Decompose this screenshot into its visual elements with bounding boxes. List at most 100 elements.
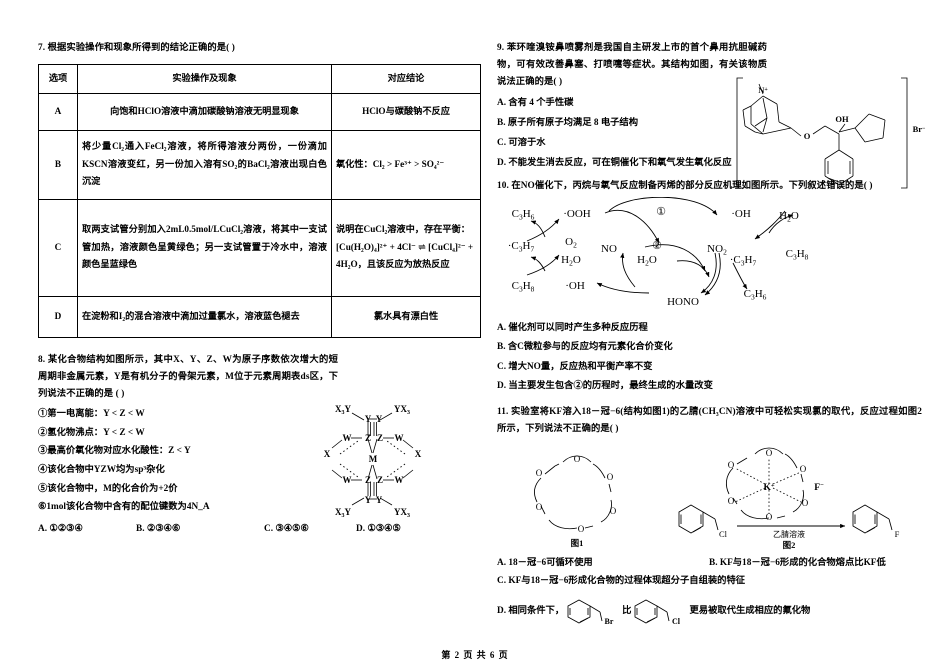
answer-b[interactable]: B. ②③④⑥	[136, 523, 264, 534]
q9-option-c[interactable]: C. 可溶于水	[497, 137, 546, 148]
chlorine-label-inline: Cl	[672, 617, 681, 626]
potassium-ion: K+	[763, 482, 774, 493]
species-h2o-right: H2O	[779, 210, 799, 224]
question-10-options: A. 催化剂可以同时产生多种反应历程 B. 含C微粒参与的反应均有元素化合价变化…	[497, 319, 922, 397]
label-m-center: M	[369, 454, 378, 464]
bracket-right	[901, 77, 908, 189]
answer-a-label: A.	[38, 523, 48, 534]
label-bromide-counterion: Br−	[913, 124, 926, 134]
q9-option-d[interactable]: D. 不能发生消去反应，可在铜催化下和氧气发生氧化反应	[497, 157, 732, 168]
coordination-bonds	[734, 458, 802, 515]
crown-ether-1-oxygens: O O O O O O	[536, 454, 617, 534]
question-8-answers: A. ①②③④ B. ②③④⑥ C. ③④⑤⑥ D. ①③④⑤	[38, 523, 463, 534]
row-c-conclusion: 说明在CuCl₂溶液中，存在平衡：[Cu(H₂O)₄]²⁺ + 4Cl⁻ ⇌ […	[331, 198, 481, 297]
answer-b-value: ②③④⑥	[146, 523, 181, 534]
q11-option-d-prefix: D. 相同条件下，	[497, 606, 565, 617]
benzyl-fluoride-structure	[852, 504, 893, 534]
q9-option-a[interactable]: A. 含有 4 个手性碳	[497, 97, 574, 108]
o-atom-4: O	[578, 524, 585, 534]
o-atom-7: O	[766, 448, 773, 458]
q9-option-b[interactable]: B. 原子所有原子均满足 8 电子结构	[497, 117, 639, 128]
row-option-c: C	[38, 198, 78, 297]
left-column: 7. 根据实验操作和现象所得到的结论正确的是( ) 选项 实验操作及现象 对应结…	[38, 40, 481, 534]
question-10-stem: 10. 在NO催化下，丙烷与氧气反应制备丙烯的部分反应机理如图所示。下列叙述错误…	[497, 180, 873, 191]
table-row: A 向饱和HClO溶液中滴加碳酸钠溶液无明显现象 HClO与碳酸钠不反应	[38, 92, 481, 131]
header-conclusion: 对应结论	[331, 64, 481, 94]
o-atom-11: O	[802, 498, 809, 508]
label-x3y-top-left: X3Y	[335, 404, 352, 416]
question-9-structure-figure: N+ O OH Br−	[729, 62, 934, 197]
figure-2-caption: 图2	[783, 540, 796, 550]
species-c3h7-radical-right: ·C3H7	[730, 254, 757, 268]
answer-c[interactable]: C. ③④⑤⑥	[264, 523, 356, 534]
o-atom-2: O	[536, 468, 543, 478]
q10-option-d[interactable]: D. 当主要发生包含②的历程时，最终生成的水量改变	[497, 381, 713, 392]
species-c3h8-left: C3H8	[512, 280, 535, 294]
q11-option-b[interactable]: B. KF与18－冠−6形成的化合物熔点比KF低	[709, 558, 886, 569]
header-operation: 实验操作及现象	[77, 64, 332, 94]
row-b-conclusion: 氧化性：Cl₂ > Fe³⁺ > SO₄²⁻	[331, 129, 481, 200]
q11-option-d[interactable]: D. 相同条件下， Br 比	[497, 596, 922, 626]
crown-ether-svg: O O O O O O 图1	[533, 447, 900, 550]
row-c-operation: 取两支试管分别加入2mL0.5mol/LCuCl₂溶液，将其中一支试管加热，溶液…	[77, 198, 332, 297]
answer-b-label: B.	[136, 523, 145, 534]
question-10-mechanism-figure: C3H6 ·OOH O2 ·C3H7 H2O C3H8 ·OH ① ② NO N…	[497, 196, 945, 315]
table-row: B 将少量Cl₂通入FeCl₂溶液，将所得溶液分两份，一份滴加KSCN溶液变红，…	[38, 129, 481, 200]
o-atom-5: O	[610, 506, 617, 516]
question-8-statements: ①第一电离能：Y < Z < W ②氢化物沸点：Y < Z < W ③最高价氧化…	[38, 405, 338, 517]
question-8-structure-figure: X3Y YX3 Y Y Z Z W W X X M W W Z	[306, 394, 471, 524]
species-hono: HONO	[667, 296, 699, 308]
label-y-top-left: Y	[365, 414, 372, 424]
row-a-conclusion: HClO与碳酸钠不反应	[331, 92, 481, 131]
bracket-left	[736, 77, 743, 189]
question-11-stem: 11. 实验室将KF溶入18－冠−6(结构如图1)的乙腈(CH₃CN)溶液中可轻…	[497, 406, 922, 434]
q11-option-d-compare: 比	[622, 606, 632, 617]
q10-option-c[interactable]: C. 增大NO量，反应热和平衡产率不变	[497, 361, 653, 372]
answer-d-value: ①③④⑤	[367, 523, 401, 534]
two-column-layout: 7. 根据实验操作和现象所得到的结论正确的是( ) 选项 实验操作及现象 对应结…	[38, 40, 926, 627]
statement-6: ⑥1mol该化合物中含有的配位键数为4N_A	[38, 502, 210, 513]
page-footer: 第 2 页 共 6 页	[441, 650, 509, 660]
o-atom-12: O	[800, 464, 807, 474]
row-d-operation: 在淀粉和I₂的混合溶液中滴加过量氯水，溶液蓝色褪去	[77, 295, 332, 338]
q10-option-a[interactable]: A. 催化剂可以同时产生多种反应历程	[497, 322, 648, 333]
experiment-table: 选项 实验操作及现象 对应结论 A 向饱和HClO溶液中滴加碳酸钠溶液无明显现象…	[38, 64, 481, 338]
o-atom-9: O	[728, 496, 735, 506]
complex-structure-svg: X3Y YX3 Y Y Z Z W W X X M W W Z	[324, 404, 422, 519]
q11-option-a[interactable]: A. 18－冠−6可循环使用	[497, 558, 593, 569]
question-11-options: A. 18－冠−6可循环使用 B. KF与18－冠−6形成的化合物熔点比KF低 …	[497, 554, 922, 626]
label-n-plus: N+	[758, 85, 768, 95]
species-c3h6-bottom: C3H6	[744, 288, 767, 302]
statement-3: ③最高价氧化物对应水化酸性：Z < Y	[38, 446, 191, 457]
figure-1-caption: 图1	[571, 538, 584, 548]
species-c3h7-radical-left: ·C3H7	[508, 240, 535, 254]
answer-c-value: ③④⑤⑥	[275, 523, 309, 534]
statement-1: ①第一电离能：Y < Z < W	[38, 409, 145, 420]
answer-d[interactable]: D. ①③④⑤	[356, 523, 436, 534]
species-o2: O2	[565, 236, 577, 250]
label-w-bottom-right: W	[395, 475, 404, 485]
question-9-block: 9. 苯环喹溴铵鼻喷雾剂是我国自主研发上市的首个鼻用抗胆碱药物，可有效改善鼻塞、…	[497, 40, 926, 189]
row-option-a: A	[38, 92, 78, 131]
species-ooh-radical: ·OOH	[563, 208, 591, 220]
fluorine-label: F	[895, 529, 900, 539]
label-w-top-left: W	[343, 433, 352, 443]
species-h2o-left: H2O	[561, 254, 581, 268]
species-no2: NO2	[707, 243, 727, 257]
label-z-bottom-left: Z	[365, 475, 371, 485]
label-hydroxyl: OH	[835, 114, 849, 124]
question-11-block: 11. 实验室将KF溶入18－冠−6(结构如图1)的乙腈(CH₃CN)溶液中可轻…	[497, 404, 922, 627]
row-option-d: D	[38, 295, 78, 338]
row-d-conclusion: 氯水具有漂白性	[331, 295, 481, 338]
label-z-top-left: Z	[365, 433, 371, 443]
table-header-row: 选项 实验操作及现象 对应结论	[38, 64, 481, 94]
o-atom-1: O	[574, 454, 581, 464]
answer-a[interactable]: A. ①②③④	[38, 523, 136, 534]
q11-option-c[interactable]: C. KF与18－冠−6形成化合物的过程体现超分子自组装的特征	[497, 576, 746, 587]
crown-ether-ring-2	[725, 447, 804, 520]
answer-c-label: C.	[264, 523, 274, 534]
q10-option-b[interactable]: B. 含C微粒参与的反应均有元素化合价变化	[497, 342, 673, 353]
question-8-block: 8. 某化合物结构如图所示，其中X、Y、Z、W为原子序数依次增大的短周期非金属元…	[38, 352, 463, 519]
drug-molecule-svg: N+ O OH Br−	[736, 77, 926, 189]
